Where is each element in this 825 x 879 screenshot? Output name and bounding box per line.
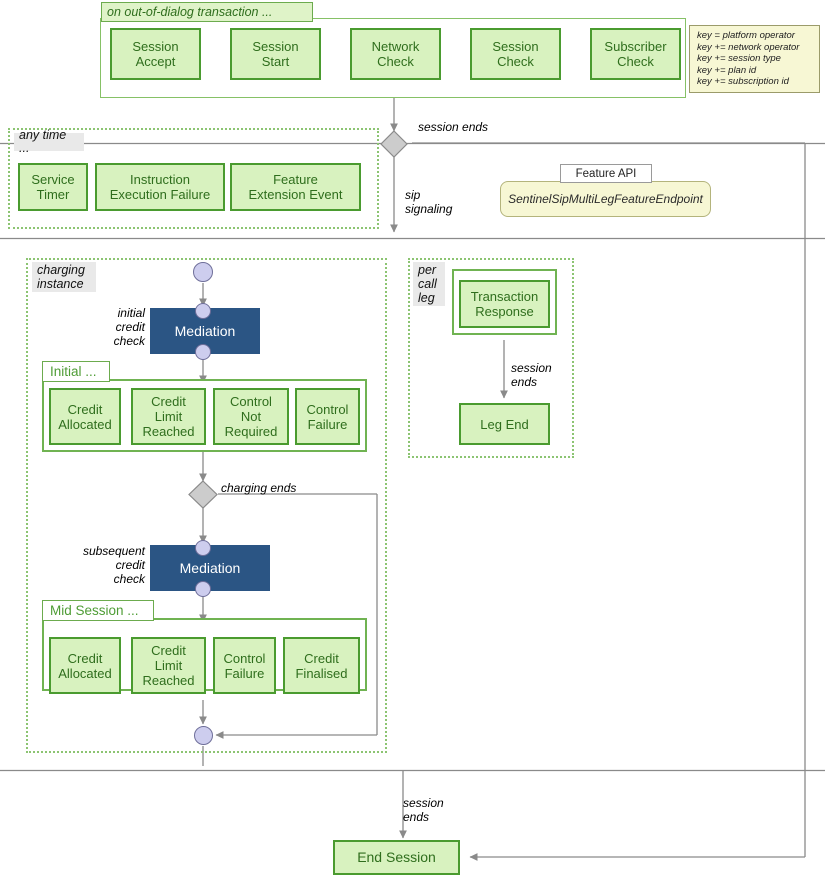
partition-label-per-call-leg: per call leg [413, 262, 445, 306]
partition-any-time [8, 128, 379, 229]
activity-mid-credit-limit-reached[interactable]: Credit Limit Reached [131, 637, 206, 694]
group-label-mid-session: Mid Session ... [42, 600, 154, 621]
activity-instruction-execution-failure[interactable]: Instruction Execution Failure [95, 163, 225, 211]
edge-label-sip-signaling: sip signaling [405, 188, 453, 216]
activity-mediation-subsequent-label: Mediation [179, 560, 241, 576]
feature-api-tab: Feature API [560, 164, 652, 183]
activity-mid-control-failure[interactable]: Control Failure [213, 637, 276, 694]
edge-label-charging-ends: charging ends [221, 481, 297, 495]
activity-feature-extension-event[interactable]: Feature Extension Event [230, 163, 361, 211]
activity-end-session[interactable]: End Session [333, 840, 460, 875]
key-line-5: key += subscription id [697, 76, 789, 88]
mediation-initial-output-port [195, 344, 211, 360]
activity-service-timer[interactable]: Service Timer [18, 163, 88, 211]
activity-initial-control-not-required[interactable]: Control Not Required [213, 388, 289, 445]
partition-per-call-leg [408, 258, 574, 458]
activity-session-start[interactable]: Session Start [230, 28, 321, 80]
edge-label-session-ends-leg: session ends [511, 361, 552, 389]
edge-label-session-ends-top: session ends [418, 120, 489, 134]
activity-initial-control-failure[interactable]: Control Failure [295, 388, 360, 445]
group-label-initial: Initial ... [42, 361, 110, 382]
activity-subscriber-check[interactable]: Subscriber Check [590, 28, 681, 80]
activity-network-check[interactable]: Network Check [350, 28, 441, 80]
initial-node-circle [193, 262, 213, 282]
activity-mediation-subsequent[interactable]: Mediation [150, 545, 270, 591]
activity-mediation-initial-label: Mediation [174, 323, 236, 339]
edge-label-session-ends-bottom: session ends [403, 796, 444, 824]
edge-label-subsequent-credit-check: subsequent credit check [82, 544, 145, 586]
mediation-subsequent-input-port [195, 540, 211, 556]
partition-charging-instance [26, 258, 387, 753]
key-line-4: key += plan id [697, 64, 757, 76]
activity-initial-credit-limit-reached[interactable]: Credit Limit Reached [131, 388, 206, 445]
edge-label-initial-credit-check: initial credit check [113, 306, 145, 348]
activity-mid-credit-allocated[interactable]: Credit Allocated [49, 637, 121, 694]
mediation-subsequent-output-port [195, 581, 211, 597]
key-note: key = platform operator key += network o… [689, 25, 820, 93]
feature-api-endpoint-label: SentinelSipMultiLegFeatureEndpoint [508, 192, 703, 206]
activity-session-check[interactable]: Session Check [470, 28, 561, 80]
key-line-2: key += network operator [697, 41, 800, 53]
activity-session-accept[interactable]: Session Accept [110, 28, 201, 80]
charging-loop-join-circle [194, 726, 213, 745]
key-line-3: key += session type [697, 53, 781, 65]
partition-label-charging-instance: charging instance [32, 262, 96, 292]
key-line-1: key = platform operator [697, 30, 795, 41]
partition-label-any-time: any time ... [14, 129, 84, 155]
activity-transaction-response[interactable]: Transaction Response [459, 280, 550, 328]
activity-leg-end[interactable]: Leg End [459, 403, 550, 445]
feature-api-endpoint-box: SentinelSipMultiLegFeatureEndpoint [500, 181, 711, 217]
mediation-initial-input-port [195, 303, 211, 319]
partition-label-out-of-dialog: on out-of-dialog transaction ... [101, 2, 313, 22]
activity-initial-credit-allocated[interactable]: Credit Allocated [49, 388, 121, 445]
activity-mid-credit-finalised[interactable]: Credit Finalised [283, 637, 360, 694]
feature-api-tab-label: Feature API [575, 167, 637, 180]
